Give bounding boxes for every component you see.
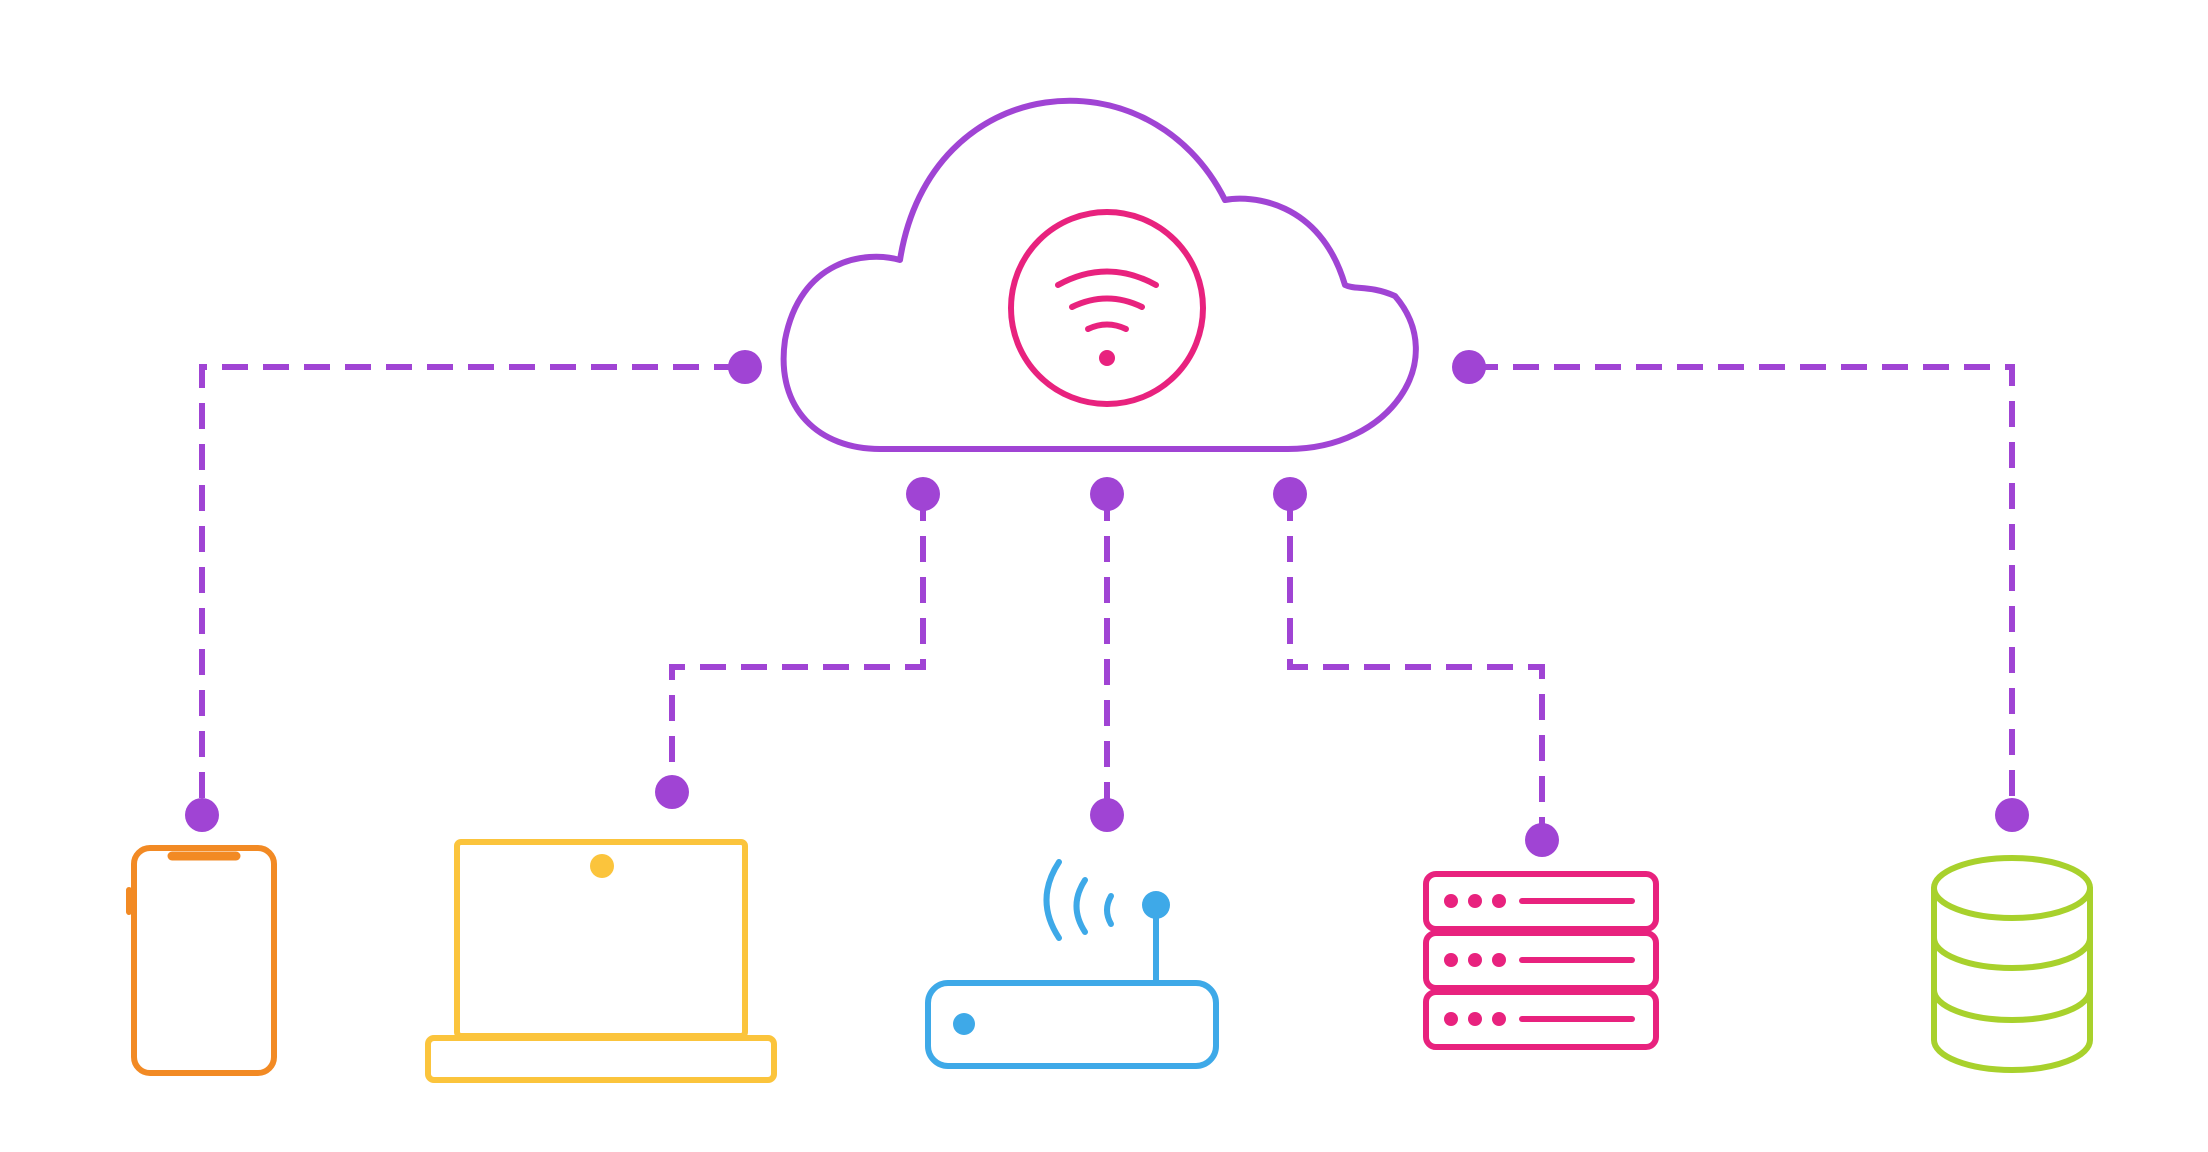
server-led: [1444, 1012, 1458, 1026]
wifi-arc-outer: [1055, 268, 1159, 288]
database-layer-2: [1931, 987, 2093, 1023]
node-dot-cloud-left: [728, 350, 762, 384]
server-led: [1468, 953, 1482, 967]
router-signal-wave-middle: [1073, 877, 1088, 935]
server-led: [1468, 894, 1482, 908]
laptop-icon: [425, 839, 777, 1083]
database-layer-1: [1931, 935, 2093, 971]
connector-laptop: [669, 495, 926, 790]
smartphone-icon: [126, 845, 277, 1076]
router-signal-wave-outer: [1043, 859, 1062, 941]
wifi-icon: [1055, 268, 1159, 366]
node-dot-server: [1525, 823, 1559, 857]
connector-server: [1287, 495, 1545, 840]
wifi-router-icon: [925, 859, 1219, 1069]
router-signal-wave-inner: [1104, 893, 1114, 927]
wifi-arc-middle: [1069, 295, 1145, 310]
server-led: [1492, 1012, 1506, 1026]
server-led: [1444, 953, 1458, 967]
node-dot-laptop: [655, 775, 689, 809]
server-unit-3: [1423, 989, 1659, 1050]
node-dot-cloud-bottom-center: [1090, 477, 1124, 511]
server-led: [1492, 953, 1506, 967]
server-unit-1: [1423, 871, 1659, 932]
router-body: [925, 980, 1219, 1069]
database-body: [1931, 885, 2093, 1073]
node-dot-cloud-bottom-right: [1273, 477, 1307, 511]
server-led: [1444, 894, 1458, 908]
router-antenna-tip: [1142, 891, 1170, 919]
connectors: [199, 364, 2015, 840]
laptop-camera: [590, 854, 614, 878]
node-dot-cloud-bottom-left: [906, 477, 940, 511]
server-led: [1492, 894, 1506, 908]
server-rack-icon: [1423, 871, 1659, 1050]
server-unit-2: [1423, 930, 1659, 991]
cloud-outline: [780, 97, 1419, 452]
wifi-badge: [1008, 209, 1206, 407]
router-status-light: [953, 1013, 975, 1035]
wifi-arc-inner: [1085, 321, 1129, 332]
smartphone-body: [131, 845, 277, 1076]
cloud-icon: [780, 97, 1419, 452]
connector-database: [1472, 364, 2015, 815]
node-dot-cloud-right: [1452, 350, 1486, 384]
connection-nodes: [185, 350, 2029, 857]
connector-smartphone: [199, 364, 740, 810]
node-dot-router: [1090, 798, 1124, 832]
laptop-base: [425, 1035, 777, 1083]
node-dot-smartphone: [185, 798, 219, 832]
database-top: [1931, 855, 2093, 921]
wifi-badge-ring: [1008, 209, 1206, 407]
database-icon: [1931, 855, 2093, 1073]
node-dot-database: [1995, 798, 2029, 832]
wifi-dot: [1099, 350, 1115, 366]
server-led: [1468, 1012, 1482, 1026]
